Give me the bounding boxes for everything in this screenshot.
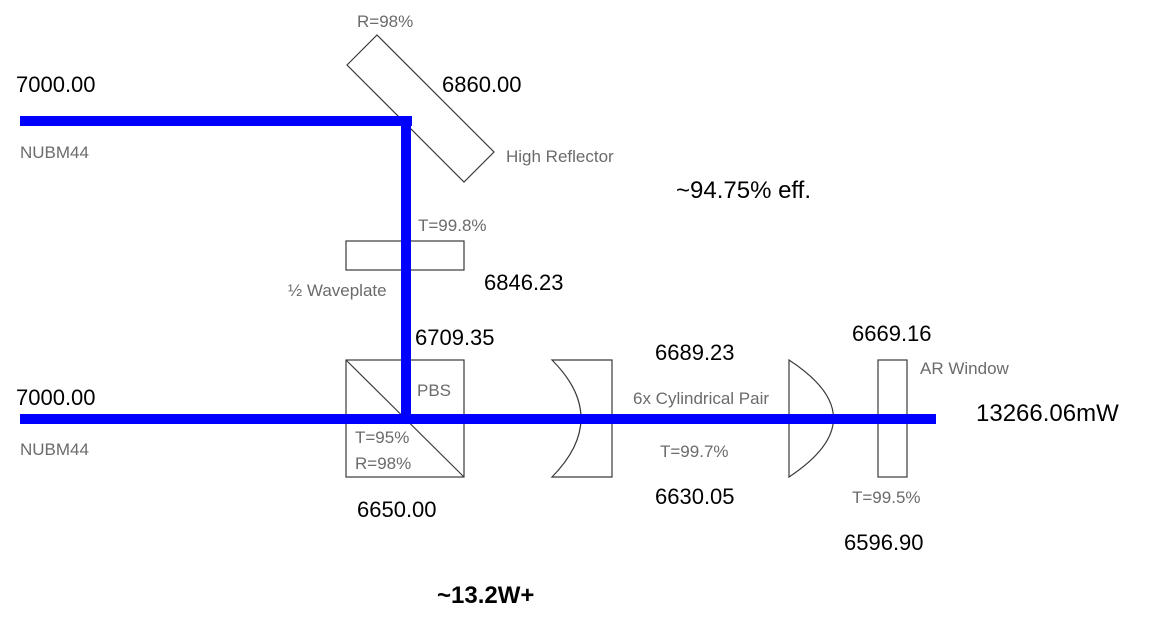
cylindrical-transmission: T=99.7% <box>660 442 729 461</box>
output-power: 13266.06mW <box>976 400 1119 427</box>
high-reflector-name: High Reflector <box>506 147 614 166</box>
high-reflector-power: 6860.00 <box>442 72 522 97</box>
waveplate-transmission: T=99.8% <box>418 216 487 235</box>
pbs-name: PBS <box>417 381 451 400</box>
pbs-output-power: 6650.00 <box>357 497 437 522</box>
pbs-transmission: T=95% <box>355 428 409 447</box>
high-reflector <box>346 34 495 183</box>
ar-window-name: AR Window <box>920 359 1010 378</box>
bottom-laser-power: 7000.00 <box>16 385 96 410</box>
top-laser-power: 7000.00 <box>16 72 96 97</box>
waveplate-name: ½ Waveplate <box>288 281 387 300</box>
cylindrical-lens-concave <box>550 359 613 478</box>
pbs-reflectivity: R=98% <box>355 454 411 473</box>
high-reflector-reflectivity: R=98% <box>357 12 413 31</box>
top-laser-name: NUBM44 <box>20 143 89 162</box>
cylindrical-power-before: 6689.23 <box>655 340 735 365</box>
ar-window-transmission: T=99.5% <box>852 488 921 507</box>
ar-window-power-after: 6596.90 <box>844 530 924 555</box>
total-power: ~13.2W+ <box>437 582 534 609</box>
pbs-input-power: 6709.35 <box>415 325 495 350</box>
waveplate-power: 6846.23 <box>484 270 564 295</box>
ar-window-power-before: 6669.16 <box>852 321 932 346</box>
cylindrical-power-after: 6630.05 <box>655 484 735 509</box>
bottom-laser-name: NUBM44 <box>20 440 89 459</box>
efficiency-label: ~94.75% eff. <box>676 177 811 204</box>
cylindrical-name: 6x Cylindrical Pair <box>633 389 769 408</box>
